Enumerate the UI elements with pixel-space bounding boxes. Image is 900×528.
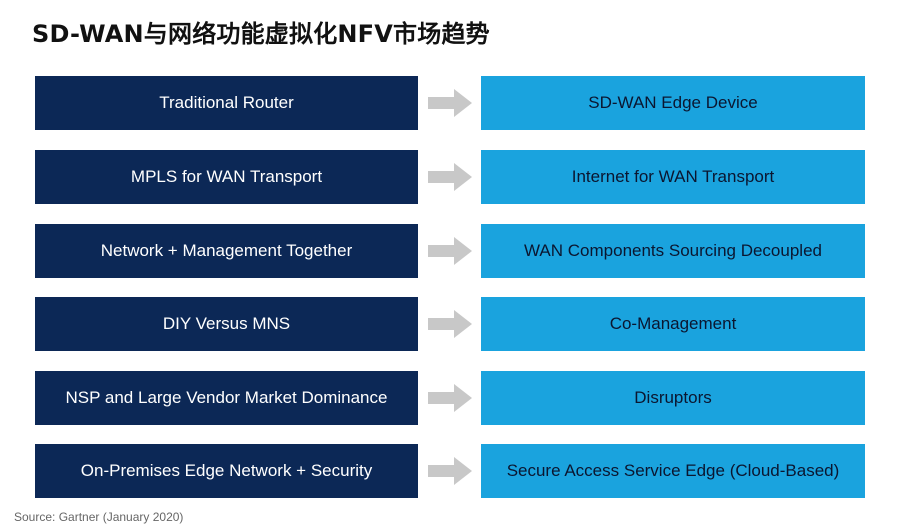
- to-box: Disruptors: [481, 371, 865, 425]
- trend-row: MPLS for WAN Transport Internet for WAN …: [0, 150, 900, 204]
- page-title: SD-WAN与网络功能虚拟化NFV市场趋势: [32, 20, 490, 48]
- trend-row: Traditional Router SD-WAN Edge Device: [0, 76, 900, 130]
- from-box: On-Premises Edge Network + Security: [35, 444, 418, 498]
- trend-row: DIY Versus MNS Co-Management: [0, 297, 900, 351]
- to-box: WAN Components Sourcing Decoupled: [481, 224, 865, 278]
- from-box: MPLS for WAN Transport: [35, 150, 418, 204]
- trend-row: NSP and Large Vendor Market Dominance Di…: [0, 371, 900, 425]
- right-arrow-icon: [428, 163, 472, 191]
- to-box: Internet for WAN Transport: [481, 150, 865, 204]
- from-box: Traditional Router: [35, 76, 418, 130]
- from-box: DIY Versus MNS: [35, 297, 418, 351]
- from-box: Network + Management Together: [35, 224, 418, 278]
- trend-row: Network + Management Together WAN Compon…: [0, 224, 900, 278]
- from-box: NSP and Large Vendor Market Dominance: [35, 371, 418, 425]
- right-arrow-icon: [428, 457, 472, 485]
- right-arrow-icon: [428, 384, 472, 412]
- right-arrow-icon: [428, 89, 472, 117]
- right-arrow-icon: [428, 237, 472, 265]
- to-box: Secure Access Service Edge (Cloud-Based): [481, 444, 865, 498]
- to-box: SD-WAN Edge Device: [481, 76, 865, 130]
- right-arrow-icon: [428, 310, 472, 338]
- to-box: Co-Management: [481, 297, 865, 351]
- trend-row: On-Premises Edge Network + Security Secu…: [0, 444, 900, 498]
- source-note: Source: Gartner (January 2020): [14, 510, 184, 524]
